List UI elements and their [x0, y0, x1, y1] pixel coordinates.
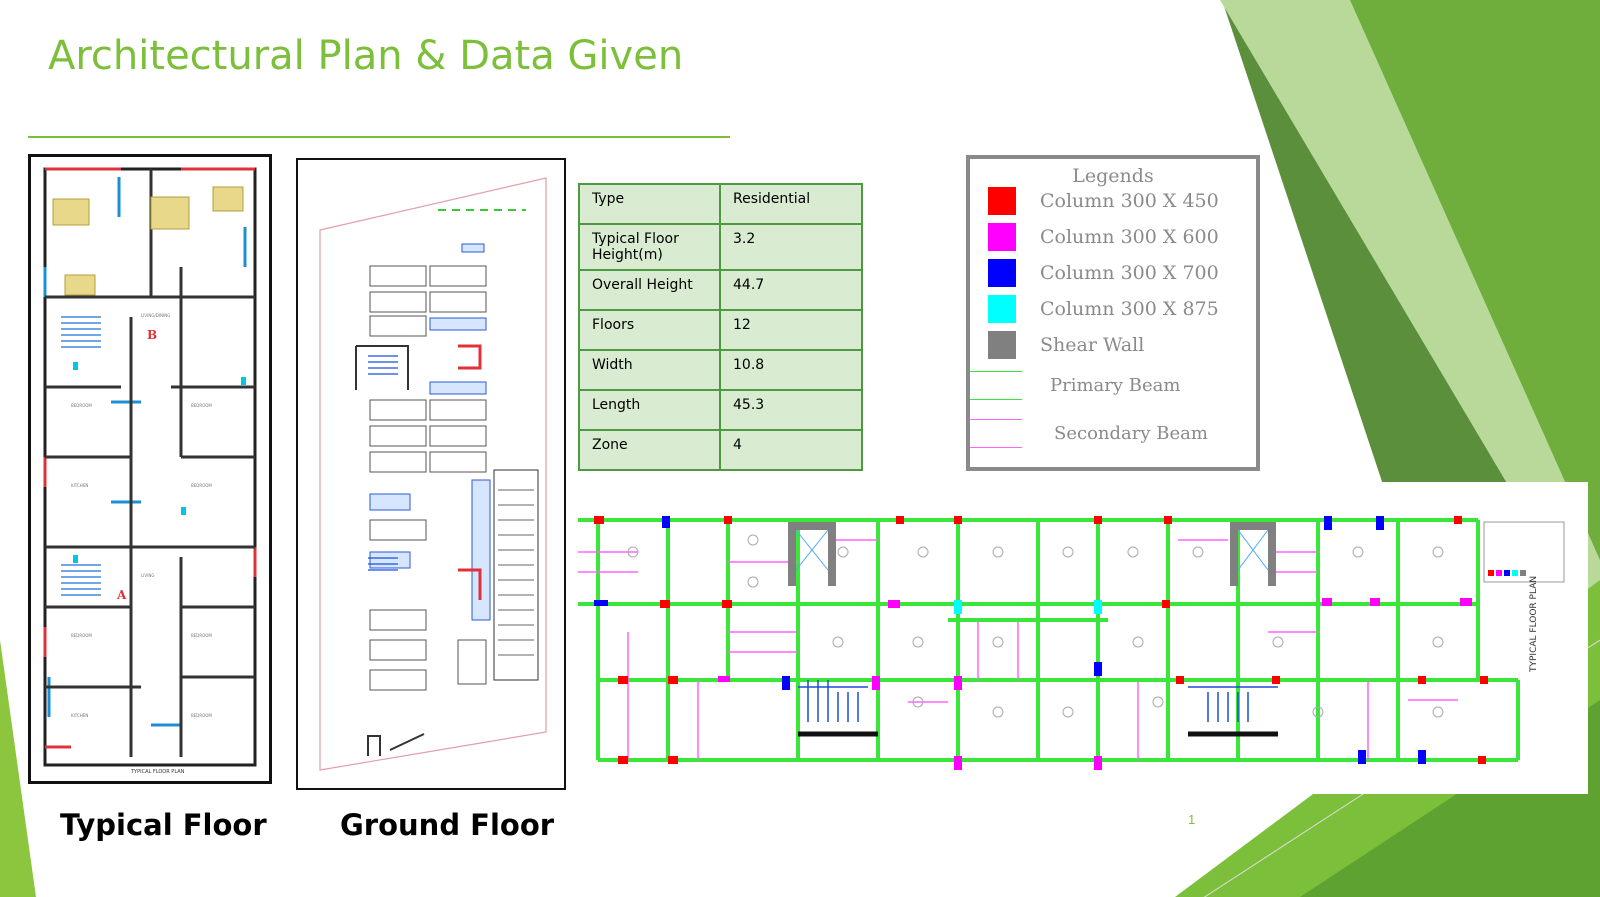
svg-text:BEDROOM: BEDROOM: [191, 483, 212, 488]
legend-box: Legends Column 300 X 450 Column 300 X 60…: [966, 155, 1260, 471]
table-value: 45.3: [719, 389, 863, 431]
legend-item-secondary-beam: Secondary Beam: [1054, 423, 1208, 444]
legend-item-shear-wall: Shear Wall: [988, 331, 1144, 359]
secondary-beam-line: [970, 419, 1022, 420]
table-value: 10.8: [719, 349, 863, 391]
table-key: Zone: [578, 429, 721, 471]
table-row: Typical Floor Height(m)3.2: [578, 223, 863, 271]
table-key: Type: [578, 183, 721, 225]
table-key: Length: [578, 389, 721, 431]
legend-swatch: [988, 187, 1016, 215]
svg-text:BEDROOM: BEDROOM: [71, 403, 92, 408]
svg-text:LIVING/DINING: LIVING/DINING: [141, 313, 170, 318]
legend-swatch: [988, 331, 1016, 359]
primary-beam-line: [970, 399, 1022, 400]
legend-item-column-875: Column 300 X 875: [988, 295, 1219, 323]
svg-text:BEDROOM: BEDROOM: [191, 633, 212, 638]
svg-text:BEDROOM: BEDROOM: [71, 633, 92, 638]
legend-label: Shear Wall: [1040, 334, 1145, 356]
table-key: Overall Height: [578, 269, 721, 311]
svg-text:LIVING: LIVING: [141, 573, 154, 578]
primary-beam-line: [970, 371, 1022, 372]
table-value: 3.2: [719, 223, 863, 271]
framing-drawing: TYPICAL FLOOR PLAN: [578, 516, 1565, 770]
ground-floor-plan: [296, 158, 566, 790]
table-value: 12: [719, 309, 863, 351]
room-mark-b: B: [147, 328, 157, 342]
svg-text:BEDROOM: BEDROOM: [191, 403, 212, 408]
table-key: Floors: [578, 309, 721, 351]
legend-swatch: [988, 295, 1016, 323]
structural-framing-plan: TYPICAL FLOOR PLAN: [578, 482, 1588, 794]
legend-item-primary-beam: Primary Beam: [1050, 375, 1181, 396]
table-key: Typical Floor Height(m): [578, 223, 721, 271]
svg-text:KITCHEN: KITCHEN: [71, 483, 88, 488]
table-value: Residential: [719, 183, 863, 225]
legend-label: Column 300 X 600: [1040, 226, 1219, 248]
table-value: 44.7: [719, 269, 863, 311]
legend-label: Column 300 X 875: [1040, 298, 1219, 320]
typical-floor-caption: Typical Floor: [60, 808, 267, 842]
typical-plan-label: TYPICAL FLOOR PLAN: [130, 769, 185, 775]
legend-title: Legends: [1072, 165, 1154, 187]
legend-swatch: [988, 223, 1016, 251]
legend-item-column-450: Column 300 X 450: [988, 187, 1219, 215]
title-underline: [28, 136, 730, 138]
page-number: 1: [1188, 812, 1196, 827]
framing-plan-label: TYPICAL FLOOR PLAN: [1529, 576, 1539, 673]
legend-label: Column 300 X 700: [1040, 262, 1219, 284]
legend-item-column-600: Column 300 X 600: [988, 223, 1219, 251]
ground-floor-caption: Ground Floor: [340, 808, 555, 842]
svg-text:BEDROOM: BEDROOM: [191, 713, 212, 718]
legend-swatch: [988, 259, 1016, 287]
table-value: 4: [719, 429, 863, 471]
room-mark-a: A: [116, 588, 127, 602]
svg-text:KITCHEN: KITCHEN: [71, 713, 88, 718]
legend-item-column-700: Column 300 X 700: [988, 259, 1219, 287]
legend-label: Column 300 X 450: [1040, 190, 1219, 212]
secondary-beam-line: [970, 447, 1022, 448]
slide-title: Architectural Plan & Data Given: [48, 33, 684, 79]
ground-floor-drawing: [319, 177, 547, 771]
table-key: Width: [578, 349, 721, 391]
